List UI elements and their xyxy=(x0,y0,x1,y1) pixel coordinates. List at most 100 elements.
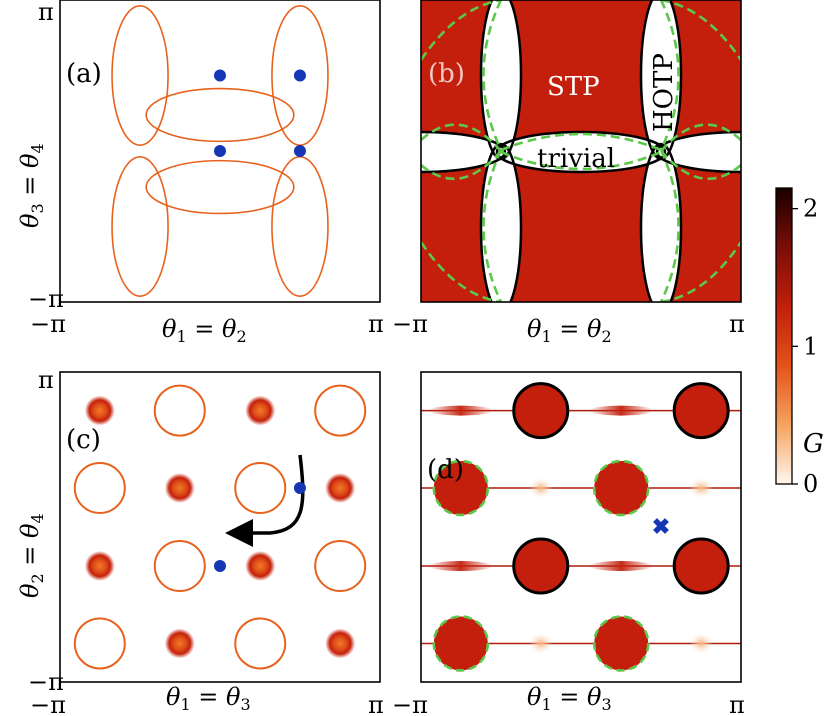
dashed-boundary xyxy=(661,151,741,180)
stp-disk xyxy=(513,538,568,593)
panel-c-xlabel-eq: = xyxy=(191,683,226,711)
colorbar: 012 G xyxy=(775,187,824,498)
boundary-line xyxy=(421,130,507,174)
panel-d: ✖ (d) −π π θ1 = θ3 xyxy=(392,371,745,716)
panel-a-xlabel-sub2: 2 xyxy=(236,327,246,346)
trivial-lens xyxy=(497,132,665,172)
stp-disk xyxy=(433,616,488,671)
panel-c-xlabel-var: θ xyxy=(166,683,181,711)
marker-x: ✖ xyxy=(652,514,670,540)
panel-c-xlabel-sub1: 1 xyxy=(180,695,190,714)
conductance-smear xyxy=(428,560,493,571)
conductance-smear xyxy=(589,405,654,416)
region-label-hotp: HOTP xyxy=(649,53,679,132)
conductance-ring xyxy=(234,462,287,515)
dashed-boundary xyxy=(500,132,662,152)
trivial-lens xyxy=(421,132,505,172)
faint-spot xyxy=(689,633,714,654)
disk-boundary xyxy=(512,382,570,440)
conductance-curve xyxy=(271,155,329,297)
panel-a-xlabel-eq: = xyxy=(187,315,222,343)
panel-b-xtick-max: π xyxy=(729,310,745,338)
panel-c-ylabel-sub2: 4 xyxy=(28,513,47,523)
conductance-spot xyxy=(325,473,356,504)
conductance-spot xyxy=(325,628,356,659)
faint-spot xyxy=(689,478,714,499)
dashed-boundary xyxy=(500,150,662,171)
panel-a-ylabel-var: θ xyxy=(16,213,44,228)
disk-boundary xyxy=(512,537,570,595)
data-point xyxy=(214,145,226,157)
panel-b-xlabel-var: θ xyxy=(527,315,542,343)
panel-c-ylabel: θ2 = θ4 xyxy=(16,513,47,598)
dashed-boundary xyxy=(659,149,680,302)
conductance-ring xyxy=(314,384,367,437)
conductance-curve xyxy=(145,87,295,143)
dashed-boundary xyxy=(482,149,503,302)
conductance-spot xyxy=(164,473,195,504)
panel-b-xlabel-sub1: 1 xyxy=(541,327,551,346)
panel-d-xlabel-var: θ xyxy=(527,683,542,711)
phase-boundaries-solid xyxy=(421,0,741,302)
panel-a-xlabel: θ1 = θ2 xyxy=(162,315,247,346)
panel-a-ylabel: θ3 = θ4 xyxy=(16,143,47,228)
conductance-smear xyxy=(589,560,654,571)
stp-disk xyxy=(594,461,649,516)
panel-b-xlabel: θ1 = θ2 xyxy=(527,315,612,346)
panel-a-ylabel-var2: θ xyxy=(16,153,44,168)
conductance-curve xyxy=(111,5,169,147)
disk-boundary-dashed xyxy=(432,615,490,672)
faint-spot xyxy=(528,633,553,654)
conductance-curve xyxy=(111,155,169,297)
panel-b-xlabel-sub2: 2 xyxy=(601,327,611,346)
dashed-boundary xyxy=(659,0,680,151)
panel-a-ylabel-eq: = xyxy=(16,168,44,203)
panel-c-frame xyxy=(59,371,381,683)
panel-d-xlabel-var2: θ xyxy=(587,683,602,711)
panel-a-xlabel-var2: θ xyxy=(222,315,237,343)
panel-a-xtick-max: π xyxy=(368,310,384,338)
stp-disk xyxy=(594,616,649,671)
colorbar-gradient xyxy=(775,187,793,485)
disk-boundary xyxy=(672,537,730,595)
hotp-lens xyxy=(481,144,521,302)
disk-boundary xyxy=(672,382,730,440)
conductance-spot xyxy=(164,628,195,659)
panel-b: (b) STP HOTP trivial −π π θ1 = θ2 xyxy=(392,0,745,346)
panel-c-ytick-min: −π xyxy=(28,668,64,696)
conductance-spot xyxy=(245,395,276,426)
panel-c: (c) −π π −π π θ1 = θ3 θ2 = θ4 xyxy=(16,366,384,716)
hotp-lens xyxy=(641,0,681,159)
panel-c-ylabel-sub1: 2 xyxy=(28,573,47,583)
conductance-smear xyxy=(428,405,493,416)
boundary-line xyxy=(655,130,741,174)
dashed-boundary xyxy=(660,241,741,302)
region-label-trivial: trivial xyxy=(537,144,615,174)
stp-disk xyxy=(513,383,568,438)
panel-a: (a) −π π −π π θ1 = θ2 θ3 = θ4 xyxy=(16,0,384,346)
panel-b-xlabel-var2: θ xyxy=(587,315,602,343)
panel-a-xtick-min: −π xyxy=(30,310,66,338)
dashed-boundary xyxy=(421,151,501,180)
panel-b-xlabel-eq: = xyxy=(552,315,587,343)
panel-d-xlabel-sub2: 3 xyxy=(601,695,611,714)
dashed-boundary xyxy=(482,0,503,151)
disk-boundary-dashed xyxy=(432,459,490,517)
colorbar-tick-label: 0 xyxy=(803,470,818,498)
trivial-lenses xyxy=(421,132,741,172)
panel-c-map xyxy=(73,384,367,670)
panel-c-xtick-min: −π xyxy=(30,691,66,716)
panel-c-xtick-max: π xyxy=(368,691,384,716)
panel-d-xtick-min: −π xyxy=(392,691,428,716)
colorbar-label: G xyxy=(803,429,824,459)
panel-a-xlabel-sub1: 1 xyxy=(176,327,186,346)
panel-b-label: (b) xyxy=(428,59,465,89)
panel-d-map xyxy=(421,382,741,672)
panel-d-xlabel-sub1: 1 xyxy=(541,695,551,714)
boundary-line xyxy=(495,130,667,174)
phase-boundaries-dashed xyxy=(421,0,741,302)
trajectory-end-point xyxy=(214,559,226,572)
panel-b-phase-map xyxy=(421,0,741,302)
colorbar-tick-label: 2 xyxy=(803,195,818,223)
